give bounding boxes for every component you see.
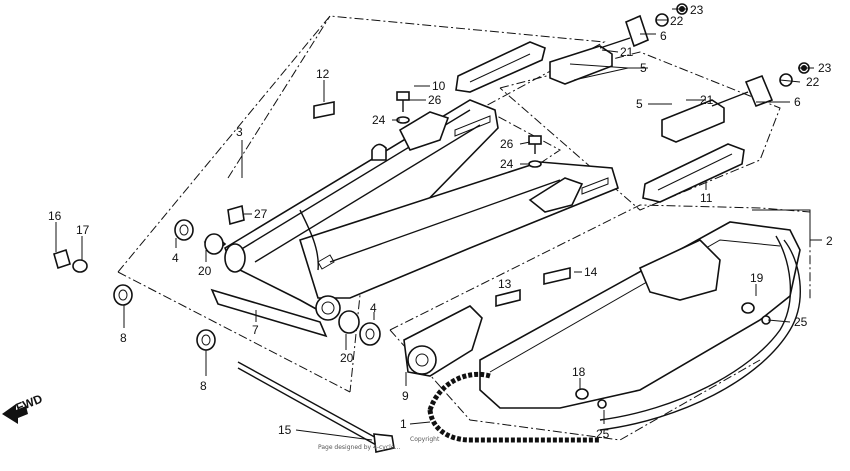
swingarm [224, 99, 619, 321]
callout-8-lower: 8 [200, 379, 207, 393]
callout-5-lower: 5 [636, 97, 643, 111]
callout-10: 10 [432, 79, 446, 93]
callout-24-lower: 24 [500, 157, 514, 171]
chain-case [479, 221, 801, 431]
fwd-label: FWD [14, 391, 45, 414]
callout-27: 27 [254, 207, 268, 221]
callout-20-left: 20 [198, 264, 212, 278]
drive-chain [427, 371, 600, 443]
small-fasteners [575, 302, 771, 409]
footer-credit: Page designed by 4-cycle... [318, 444, 401, 451]
callout-15: 15 [278, 423, 292, 437]
callout-5-upper: 5 [640, 61, 647, 75]
decal-stickers [313, 101, 571, 308]
callout-7: 7 [252, 323, 259, 337]
pivot-parts [53, 204, 395, 453]
callout-26-lower: 26 [500, 137, 514, 151]
group-outline-adjusters [499, 51, 781, 211]
callout-22-lower: 22 [806, 75, 820, 89]
callout-21-lower: 21 [700, 93, 714, 107]
callout-6-upper: 6 [660, 29, 667, 43]
callout-13: 13 [498, 277, 512, 291]
callout-4-left: 4 [172, 251, 179, 265]
group-outline-chaincase [389, 204, 811, 441]
chain-slider [403, 305, 483, 377]
forward-arrow-icon [2, 404, 28, 424]
callout-26-upper: 26 [428, 93, 442, 107]
callout-8-left: 8 [120, 331, 127, 345]
bolt-washer-set [396, 91, 542, 168]
callout-16: 16 [48, 209, 62, 223]
leader-lines [55, 8, 822, 441]
callout-3: 3 [236, 125, 243, 139]
callout-17: 17 [76, 223, 90, 237]
callout-23-lower: 23 [818, 61, 832, 75]
callout-9: 9 [402, 389, 409, 403]
callout-1: 1 [400, 417, 407, 431]
callout-12: 12 [316, 67, 330, 81]
callout-2: 2 [826, 234, 833, 248]
callout-21-upper: 21 [620, 45, 634, 59]
copyright-text: Copyright [410, 436, 440, 443]
callout-25-lower: 25 [596, 427, 610, 441]
callout-6-lower: 6 [794, 95, 801, 109]
callout-11: 11 [700, 191, 713, 205]
chain-adjuster-lower [642, 62, 810, 203]
callout-19: 19 [750, 271, 764, 285]
callout-4-right: 4 [370, 301, 377, 315]
callout-23-upper: 23 [690, 3, 704, 17]
callout-14: 14 [584, 265, 598, 279]
callout-25-upper: 25 [794, 315, 808, 329]
callout-20-right: 20 [340, 351, 354, 365]
callout-24-upper: 24 [372, 113, 386, 127]
chain-adjuster-upper [455, 3, 688, 93]
callout-22-upper: 22 [670, 14, 684, 28]
callout-18: 18 [572, 365, 586, 379]
